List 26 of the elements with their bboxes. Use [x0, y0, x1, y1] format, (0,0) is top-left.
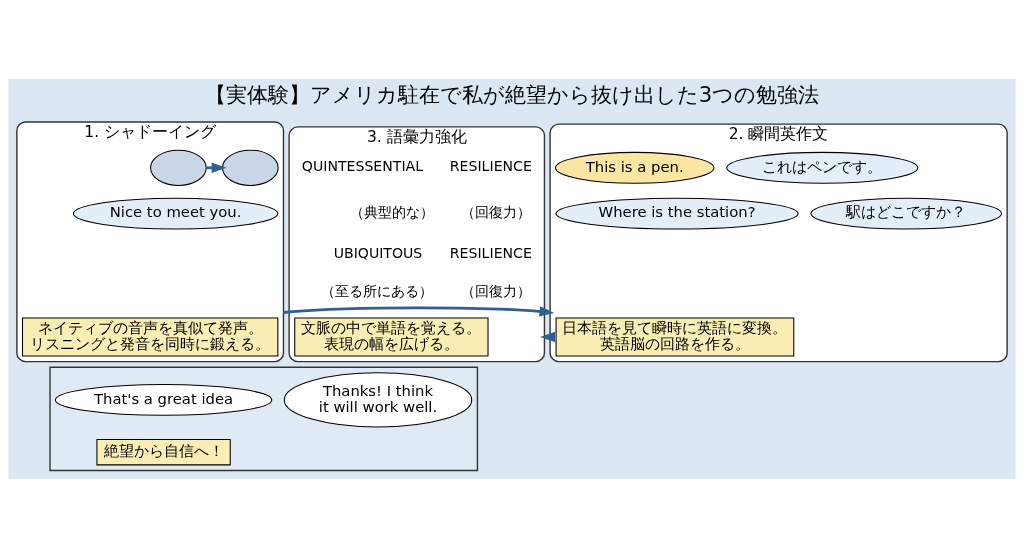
node-ellipse: これはペンです。	[726, 151, 919, 184]
node-ellipse: That's a great idea	[54, 383, 273, 416]
label: RESILIENCE	[449, 158, 532, 175]
arrow	[283, 306, 555, 317]
node-ellipse: This is a pen.	[554, 151, 715, 184]
label: （典型的な）	[350, 204, 435, 221]
node-ellipse: Thanks! I think it will work well.	[283, 372, 473, 428]
node-ellipse: 駅はどこですか？	[810, 197, 1003, 230]
node-box: 文脈の中で単語を覚える。表現の幅を広げる。	[294, 317, 489, 357]
arrow	[540, 331, 555, 343]
node-cloud	[221, 149, 279, 186]
label: （回復力）	[461, 204, 532, 221]
label: RESILIENCE	[449, 244, 532, 261]
cluster	[49, 366, 479, 472]
node-box: 絶望から自信へ！	[96, 438, 231, 466]
node-ellipse: Nice to meet you.	[72, 197, 279, 230]
arrow	[206, 162, 227, 173]
label: （回復力）	[461, 283, 532, 300]
node-box: ネイティブの音声を真似て発声。リスニングと発音を同時に鍛える。	[22, 317, 279, 357]
diagram-title: 【実体験】アメリカ駐在で私が絶望から抜け出した3つの勉強法	[204, 81, 820, 107]
node-cloud	[150, 149, 207, 186]
node-ellipse: Where is the station?	[555, 197, 799, 230]
label: QUINTESSENTIAL	[301, 158, 424, 175]
node-box: 日本語を見て瞬時に英語に変換。英語脳の回路を作る。	[555, 317, 795, 357]
label: UBIQUITOUS	[333, 244, 423, 261]
label: （至る所にある）	[321, 283, 434, 300]
